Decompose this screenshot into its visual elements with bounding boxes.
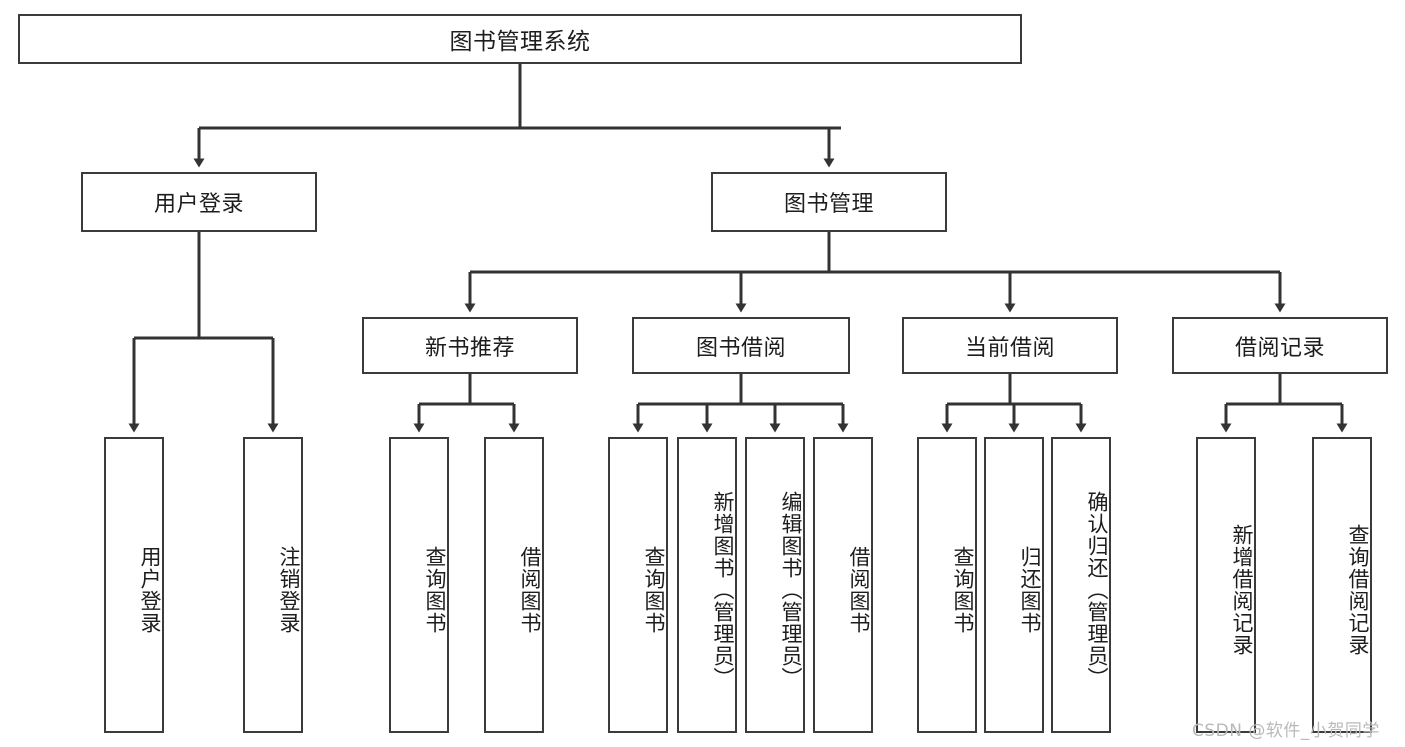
leaf-confirm-return-admin[interactable]: 确认归还（管理员）: [1051, 437, 1111, 733]
node-label: 确认归还（管理员）: [1085, 491, 1109, 689]
leaf-edit-book-admin[interactable]: 编辑图书（管理员）: [745, 437, 805, 733]
node-new-book-recommendation[interactable]: 新书推荐: [362, 317, 578, 374]
node-label: 借阅记录: [1234, 335, 1325, 361]
node-label: 用户登录: [153, 192, 244, 217]
node-label: 查询图书: [423, 546, 447, 634]
node-label: 新书推荐: [424, 335, 515, 361]
node-book-borrowing[interactable]: 图书借阅: [632, 317, 850, 374]
node-label: 图书管理: [783, 192, 874, 217]
node-root-book-management-system[interactable]: 图书管理系统: [18, 14, 1022, 64]
node-label: 新增图书（管理员）: [711, 491, 735, 689]
node-book-management[interactable]: 图书管理: [711, 172, 947, 232]
node-label: 注销登录: [277, 546, 301, 634]
leaf-query-borrow-record[interactable]: 查询借阅记录: [1312, 437, 1372, 733]
node-user-login[interactable]: 用户登录: [81, 172, 317, 232]
leaf-logout[interactable]: 注销登录: [243, 437, 303, 733]
node-label: 编辑图书（管理员）: [779, 491, 803, 689]
leaf-user-login[interactable]: 用户登录: [104, 437, 164, 733]
csdn-watermark: CSDN @软件_小贺同学: [1192, 721, 1380, 741]
leaf-borrow-book-borrow[interactable]: 借阅图书: [813, 437, 873, 733]
node-label: 查询借阅记录: [1346, 524, 1370, 656]
node-current-borrowing[interactable]: 当前借阅: [902, 317, 1118, 374]
node-label: 借阅图书: [847, 546, 871, 634]
node-label: 图书管理系统: [449, 29, 591, 55]
node-label: 图书借阅: [695, 335, 786, 361]
leaf-query-book-current[interactable]: 查询图书: [917, 437, 977, 733]
node-label: 归还图书: [1018, 546, 1042, 634]
leaf-query-book-borrow[interactable]: 查询图书: [608, 437, 668, 733]
node-label: 当前借阅: [964, 335, 1055, 361]
leaf-add-book-admin[interactable]: 新增图书（管理员）: [677, 437, 737, 733]
node-label: 新增借阅记录: [1230, 524, 1254, 656]
node-label: 查询图书: [642, 546, 666, 634]
leaf-borrow-book-newbook[interactable]: 借阅图书: [484, 437, 544, 733]
node-label: 借阅图书: [518, 546, 542, 634]
node-label: 用户登录: [138, 546, 162, 634]
node-borrowing-record[interactable]: 借阅记录: [1172, 317, 1388, 374]
leaf-return-book[interactable]: 归还图书: [984, 437, 1044, 733]
node-label: 查询图书: [951, 546, 975, 634]
leaf-query-book-newbook[interactable]: 查询图书: [389, 437, 449, 733]
leaf-add-borrow-record[interactable]: 新增借阅记录: [1196, 437, 1256, 733]
